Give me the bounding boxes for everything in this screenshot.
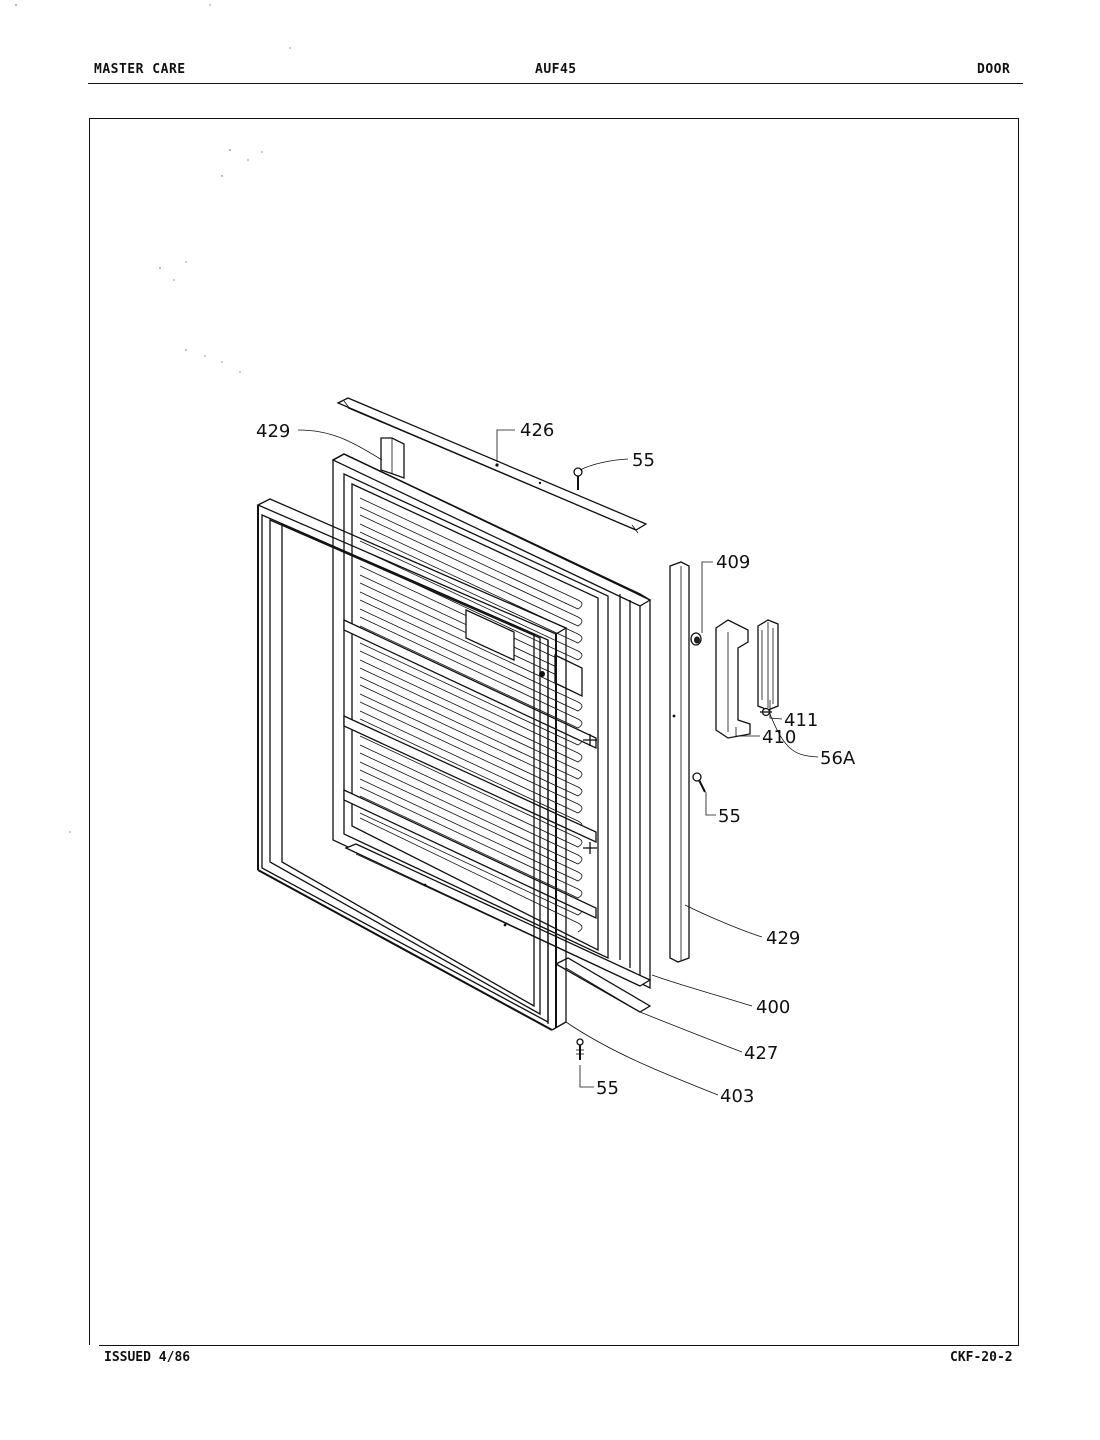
part-427-bottom-hinge-bar: [344, 843, 652, 1013]
footer-rule: [99, 1345, 1019, 1346]
issued-date: ISSUED 4/86: [104, 1350, 191, 1365]
callout-426: 426: [520, 420, 554, 441]
part-55-screw-mid: [692, 772, 706, 793]
callout-56A: 56A: [820, 748, 856, 769]
callout-410: 410: [762, 727, 796, 748]
part-410-handle-bracket: [715, 619, 751, 739]
leader-lines: [297, 429, 819, 1096]
callout-55-bottom: 55: [596, 1078, 619, 1099]
header-rule: [88, 83, 1023, 84]
callout-411: 411: [784, 710, 818, 731]
part-55-screw-bottom: [576, 1038, 584, 1060]
callout-55-mid: 55: [718, 806, 741, 827]
header-brand: MASTER CARE: [94, 62, 186, 77]
callout-427: 427: [744, 1043, 778, 1064]
callout-409: 409: [716, 552, 750, 573]
diagram-frame: [89, 118, 1019, 1345]
callout-400: 400: [756, 997, 790, 1018]
scan-speckles: [15, 4, 291, 833]
part-55-screw-top: [573, 467, 583, 490]
part-429-gasket-strip-right: [669, 561, 690, 963]
part-409-handle-plug: [690, 632, 702, 646]
part-429-gasket-strip-left: [380, 437, 405, 479]
part-400-door-panel: [331, 453, 652, 990]
callout-429-right: 429: [766, 928, 800, 949]
header-section: DOOR: [977, 62, 1011, 77]
callout-55-top: 55: [632, 450, 655, 471]
callout-403: 403: [720, 1086, 754, 1107]
header-model: AUF45: [535, 62, 577, 77]
part-403-door-gasket: [256, 498, 597, 1031]
callout-429-top: 429: [256, 421, 290, 442]
part-426-top-hinge-bar: [336, 397, 648, 534]
page-code: CKF-20-2: [950, 1350, 1013, 1365]
part-411-handle-insert: [757, 619, 779, 711]
